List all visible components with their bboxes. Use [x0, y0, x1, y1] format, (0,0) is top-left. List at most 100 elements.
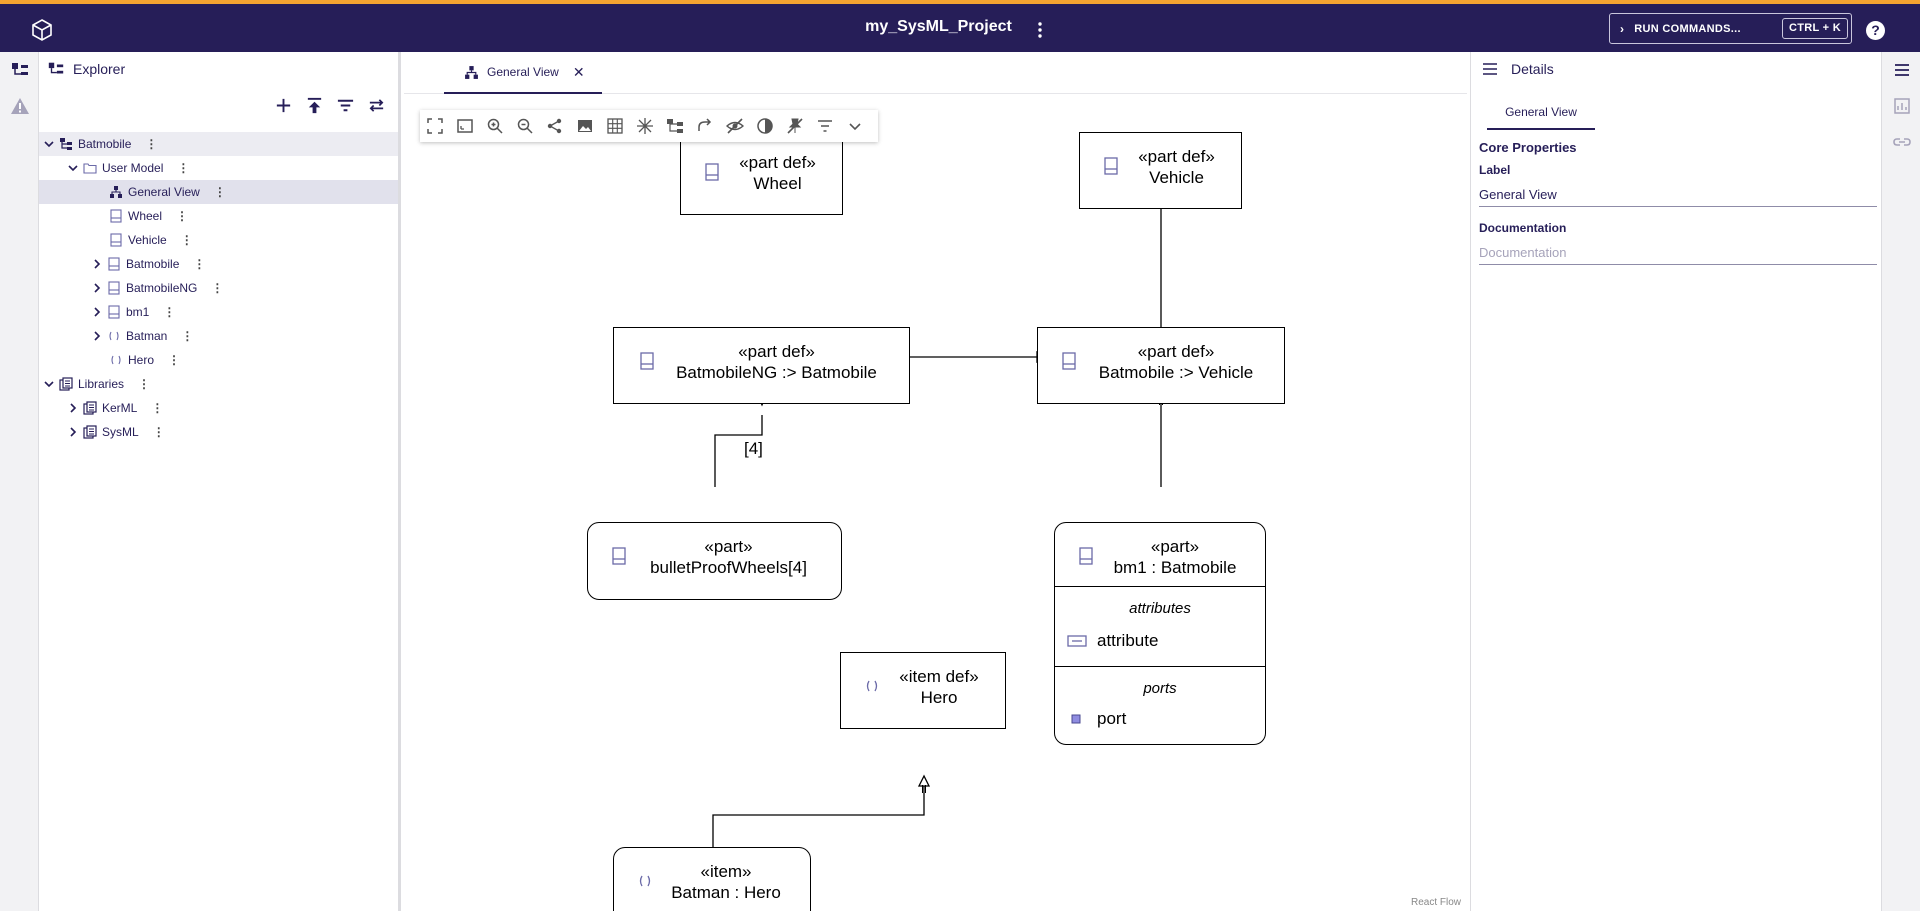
- details-rail-icon[interactable]: [1892, 60, 1912, 80]
- more-vert-icon[interactable]: ⋮: [181, 329, 194, 343]
- node-batman[interactable]: «item» Batman : Hero: [613, 847, 811, 911]
- tree-item-bm1[interactable]: bm1 ⋮: [39, 300, 398, 324]
- upload-icon[interactable]: [305, 96, 324, 115]
- chevron-right-icon[interactable]: [91, 306, 103, 318]
- chevron-right-icon[interactable]: [67, 426, 79, 438]
- explorer-title: Explorer: [73, 61, 126, 77]
- tree-item-hero[interactable]: Hero ⋮: [39, 348, 398, 372]
- menu-icon[interactable]: [1481, 60, 1499, 78]
- part-def-icon: [1104, 157, 1118, 175]
- explorer-header: Explorer: [39, 52, 398, 86]
- app-logo-icon[interactable]: [30, 18, 54, 42]
- tree-item-general-view[interactable]: General View ⋮: [39, 180, 398, 204]
- more-vert-icon[interactable]: ⋮: [168, 353, 181, 367]
- node-hero[interactable]: «item def» Hero: [840, 652, 1006, 729]
- tree-item-vehicle[interactable]: Vehicle ⋮: [39, 228, 398, 252]
- fullscreen-icon[interactable]: [426, 117, 444, 135]
- more-vert-icon[interactable]: ⋮: [213, 185, 226, 199]
- chevron-right-icon: ›: [1620, 21, 1625, 36]
- filter-icon[interactable]: [816, 117, 834, 135]
- details-header: Details: [1471, 52, 1881, 86]
- tree-item-sysml[interactable]: SysML ⋮: [39, 420, 398, 444]
- node-stereotype: «item»: [700, 862, 752, 881]
- node-batmobileng[interactable]: «part def» BatmobileNG :> Batmobile: [613, 327, 910, 404]
- close-icon[interactable]: ✕: [572, 63, 585, 80]
- more-vert-icon[interactable]: ⋮: [163, 305, 176, 319]
- grid-icon[interactable]: [606, 117, 624, 135]
- attribute-icon: [1067, 635, 1087, 647]
- image-export-icon[interactable]: [576, 117, 594, 135]
- node-vehicle[interactable]: «part def» Vehicle: [1079, 132, 1242, 209]
- add-icon[interactable]: [274, 96, 293, 115]
- fit-to-screen-icon[interactable]: [456, 117, 474, 135]
- tree-item-kerml[interactable]: KerML ⋮: [39, 396, 398, 420]
- explorer-rail-icon[interactable]: [10, 60, 30, 80]
- snap-icon[interactable]: [636, 117, 654, 135]
- filter-icon[interactable]: [336, 96, 355, 115]
- tree-item-batman[interactable]: Batman ⋮: [39, 324, 398, 348]
- contrast-icon[interactable]: [756, 117, 774, 135]
- tree-item-label: Hero: [128, 353, 155, 367]
- more-vert-icon[interactable]: ⋮: [193, 257, 206, 271]
- details-tab-general-view[interactable]: General View: [1487, 94, 1595, 130]
- more-vert-icon[interactable]: ⋮: [180, 233, 193, 247]
- part-icon: [108, 305, 120, 319]
- help-icon[interactable]: ?: [1866, 21, 1885, 40]
- chevron-down-icon[interactable]: [67, 162, 79, 174]
- chevron-right-icon[interactable]: [67, 402, 79, 414]
- chevron-down-icon[interactable]: [43, 378, 55, 390]
- tree-item-batmobile-project[interactable]: Batmobile ⋮: [39, 132, 398, 156]
- run-commands-button[interactable]: › RUN COMMANDS... CTRL + K: [1609, 13, 1852, 44]
- details-panel: Details General View Core Properties Lab…: [1470, 52, 1881, 911]
- node-bullet-proof-wheels[interactable]: «part» bulletProofWheels[4]: [587, 522, 842, 600]
- more-vert-icon[interactable]: ⋮: [138, 377, 151, 391]
- tree-item-label: Libraries: [78, 377, 125, 391]
- tab-general-view[interactable]: General View ✕: [444, 52, 602, 94]
- tree-item-label: bm1: [126, 305, 150, 319]
- attribute-item[interactable]: attribute: [1067, 631, 1158, 651]
- tree-item-libraries[interactable]: Libraries ⋮: [39, 372, 398, 396]
- more-vert-icon[interactable]: ⋮: [211, 281, 224, 295]
- representations-rail-icon[interactable]: [1892, 96, 1912, 116]
- redo-icon[interactable]: [696, 117, 714, 135]
- node-stereotype: «part def»: [738, 342, 815, 361]
- share-icon[interactable]: [546, 117, 564, 135]
- documentation-field[interactable]: Documentation: [1479, 241, 1877, 265]
- chevron-right-icon[interactable]: [91, 330, 103, 342]
- node-bm1[interactable]: «part» bm1 : Batmobile attributes attrib…: [1054, 522, 1266, 745]
- warning-icon[interactable]: [10, 96, 30, 116]
- chevron-down-icon[interactable]: [846, 117, 864, 135]
- swap-icon[interactable]: [367, 96, 386, 115]
- node-name: Wheel: [753, 174, 802, 193]
- label-field[interactable]: General View: [1479, 183, 1877, 207]
- link-rail-icon[interactable]: [1892, 132, 1912, 152]
- node-batmobile[interactable]: «part def» Batmobile :> Vehicle: [1037, 327, 1285, 404]
- more-vert-icon[interactable]: ⋮: [151, 401, 164, 415]
- zoom-out-icon[interactable]: [516, 117, 534, 135]
- tree-item-batmobile[interactable]: Batmobile ⋮: [39, 252, 398, 276]
- hide-icon[interactable]: [725, 117, 745, 135]
- project-menu-icon[interactable]: [1035, 20, 1045, 40]
- tree-item-wheel[interactable]: Wheel ⋮: [39, 204, 398, 228]
- diagram-toolbar: [420, 110, 878, 142]
- more-vert-icon[interactable]: ⋮: [176, 209, 189, 223]
- item-icon: [639, 875, 651, 887]
- chevron-right-icon[interactable]: [91, 258, 103, 270]
- more-vert-icon[interactable]: ⋮: [152, 425, 165, 439]
- chevron-down-icon[interactable]: [43, 138, 55, 150]
- part-def-icon: [108, 281, 120, 295]
- diagram-icon: [110, 186, 122, 198]
- pin-off-icon[interactable]: [786, 117, 804, 135]
- node-wheel[interactable]: «part def» Wheel: [680, 138, 843, 215]
- port-item[interactable]: port: [1067, 709, 1126, 729]
- more-vert-icon[interactable]: ⋮: [177, 161, 190, 175]
- arrange-layout-icon[interactable]: [666, 117, 684, 135]
- tree-item-user-model[interactable]: User Model ⋮: [39, 156, 398, 180]
- react-flow-attribution[interactable]: React Flow: [1410, 897, 1461, 908]
- chevron-right-icon[interactable]: [91, 282, 103, 294]
- zoom-in-icon[interactable]: [486, 117, 504, 135]
- node-name: bulletProofWheels[4]: [650, 558, 807, 577]
- diagram-canvas[interactable]: [4] «part def» Wheel «part def» Vehicle …: [404, 95, 1467, 911]
- tree-item-batmobileng[interactable]: BatmobileNG ⋮: [39, 276, 398, 300]
- more-vert-icon[interactable]: ⋮: [145, 137, 158, 151]
